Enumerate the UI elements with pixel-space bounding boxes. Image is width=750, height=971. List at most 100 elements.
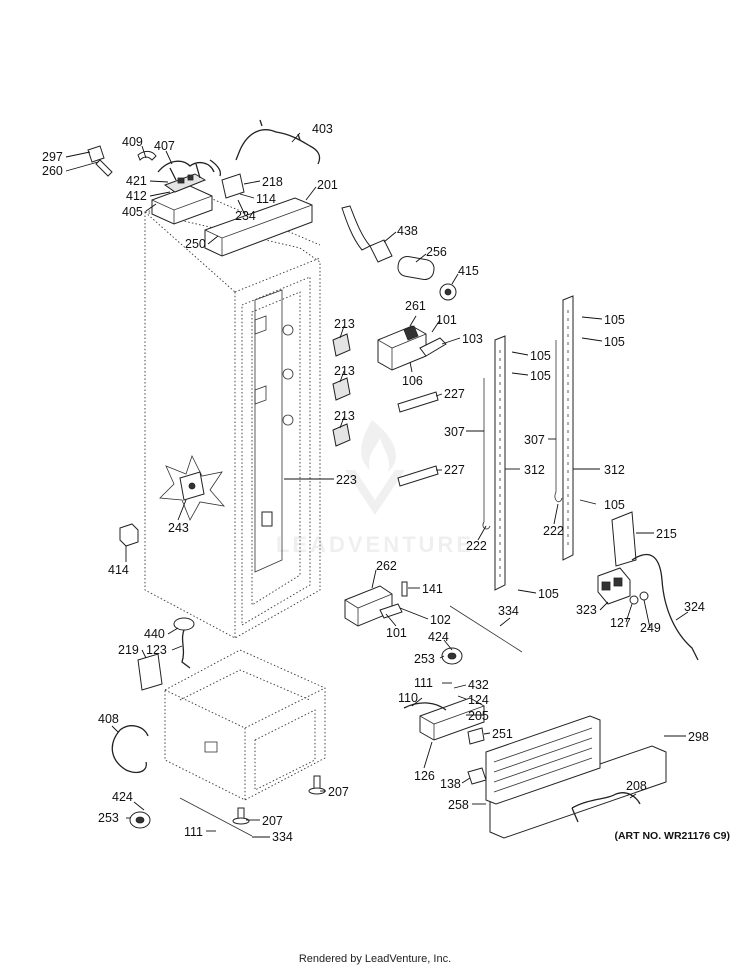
- callout-105-c: 105: [530, 349, 551, 363]
- block-414: [119, 523, 139, 547]
- callout-207-b: 207: [262, 814, 283, 828]
- pin-141: [401, 581, 408, 597]
- callout-106: 106: [402, 374, 423, 388]
- callout-334-a: 334: [498, 604, 519, 618]
- part-251: [467, 727, 485, 745]
- leveling-leg-207-b: [232, 807, 250, 825]
- callout-440: 440: [144, 627, 165, 641]
- sensor-assembly-323: [597, 567, 631, 605]
- callout-218: 218: [262, 175, 283, 189]
- callout-403: 403: [312, 122, 333, 136]
- callout-432: 432: [468, 678, 489, 692]
- part-138: [467, 767, 487, 785]
- callout-412: 412: [126, 189, 147, 203]
- callout-307-a: 307: [444, 425, 465, 439]
- lever-103: [419, 337, 447, 357]
- callout-105-b: 105: [604, 335, 625, 349]
- harness-208: [571, 792, 641, 823]
- machine-compartment: [164, 649, 326, 801]
- callout-438: 438: [397, 224, 418, 238]
- pad-213-b: [332, 377, 351, 401]
- bracket-215: [611, 511, 637, 567]
- callout-201: 201: [317, 178, 338, 192]
- cabinet-liner: [144, 197, 321, 639]
- callout-101-a: 101: [436, 313, 457, 327]
- callout-labels: 297 260 409 407 421 412 405 403 218 114 …: [42, 122, 709, 844]
- handle-227-a: [397, 391, 439, 413]
- wiring-harness-407: [157, 159, 222, 181]
- callout-262: 262: [376, 559, 397, 573]
- callout-111-a: 111: [414, 676, 433, 690]
- callout-307-b: 307: [524, 433, 545, 447]
- fan-wheel-253-a: [441, 647, 463, 665]
- wiring-harness-403: [235, 119, 321, 165]
- callout-102: 102: [430, 613, 451, 627]
- callout-123: 123: [146, 643, 167, 657]
- callout-256: 256: [426, 245, 447, 259]
- clip-409: [137, 150, 157, 161]
- callout-408: 408: [98, 712, 119, 726]
- callout-103: 103: [462, 332, 483, 346]
- grille-258: [485, 715, 601, 805]
- callout-213-c: 213: [334, 409, 355, 423]
- clip-222-b: [554, 491, 563, 503]
- toe-grille-298: [489, 745, 667, 839]
- callout-312-b: 312: [604, 463, 625, 477]
- part-127: [629, 595, 639, 605]
- callout-141: 141: [422, 582, 443, 596]
- callout-126: 126: [414, 769, 435, 783]
- callout-105-f: 105: [538, 587, 559, 601]
- callout-205: 205: [468, 709, 489, 723]
- callout-407: 407: [154, 139, 175, 153]
- callout-250: 250: [185, 237, 206, 251]
- callout-312-a: 312: [524, 463, 545, 477]
- callout-298: 298: [688, 730, 709, 744]
- control-board: [151, 173, 213, 225]
- callout-297: 297: [42, 150, 63, 164]
- leveling-leg-207-a: [308, 775, 326, 795]
- callout-219: 219: [118, 643, 139, 657]
- callout-127: 127: [610, 616, 631, 630]
- callout-234: 234: [235, 209, 256, 223]
- watermark-text: LEADVENTURE: [276, 532, 474, 557]
- bracket-219: [137, 653, 163, 691]
- shelf-rail-left: [494, 335, 506, 591]
- pad-213-a: [332, 333, 351, 357]
- callout-101-b: 101: [386, 626, 407, 640]
- callout-409: 409: [122, 135, 143, 149]
- handle-227-b: [397, 465, 439, 487]
- callout-260: 260: [42, 164, 63, 178]
- damper-262: [344, 585, 393, 627]
- harness-110: [403, 702, 447, 711]
- callout-222-a: 222: [466, 539, 487, 553]
- callout-213-a: 213: [334, 317, 355, 331]
- callout-405: 405: [122, 205, 143, 219]
- callout-222-b: 222: [543, 524, 564, 538]
- callout-261: 261: [405, 299, 426, 313]
- callout-215: 215: [656, 527, 677, 541]
- control-housing: [204, 197, 313, 257]
- bracket-218: [221, 173, 245, 199]
- callout-223: 223: [336, 473, 357, 487]
- callout-324: 324: [684, 600, 705, 614]
- callout-227-a: 227: [444, 387, 465, 401]
- callout-253-a: 253: [414, 652, 435, 666]
- rod-334-a: [449, 605, 523, 653]
- art-number-label: (ART NO. WR21176 C9): [614, 830, 730, 842]
- callout-424-b: 424: [112, 790, 133, 804]
- tube-123: [181, 629, 191, 669]
- damper-assembly-261: [377, 325, 427, 371]
- callout-253-b: 253: [98, 811, 119, 825]
- pad-213-c: [332, 423, 351, 447]
- callout-227-b: 227: [444, 463, 465, 477]
- callout-243: 243: [168, 521, 189, 535]
- part-249: [639, 591, 649, 601]
- callout-421: 421: [126, 174, 147, 188]
- callout-208: 208: [626, 779, 647, 793]
- footer-credit: Rendered by LeadVenture, Inc.: [298, 953, 452, 965]
- leader-lines: [65, 132, 689, 838]
- fan-wheel-253-b: [129, 811, 151, 829]
- callout-207-a: 207: [328, 785, 349, 799]
- callout-258: 258: [448, 798, 469, 812]
